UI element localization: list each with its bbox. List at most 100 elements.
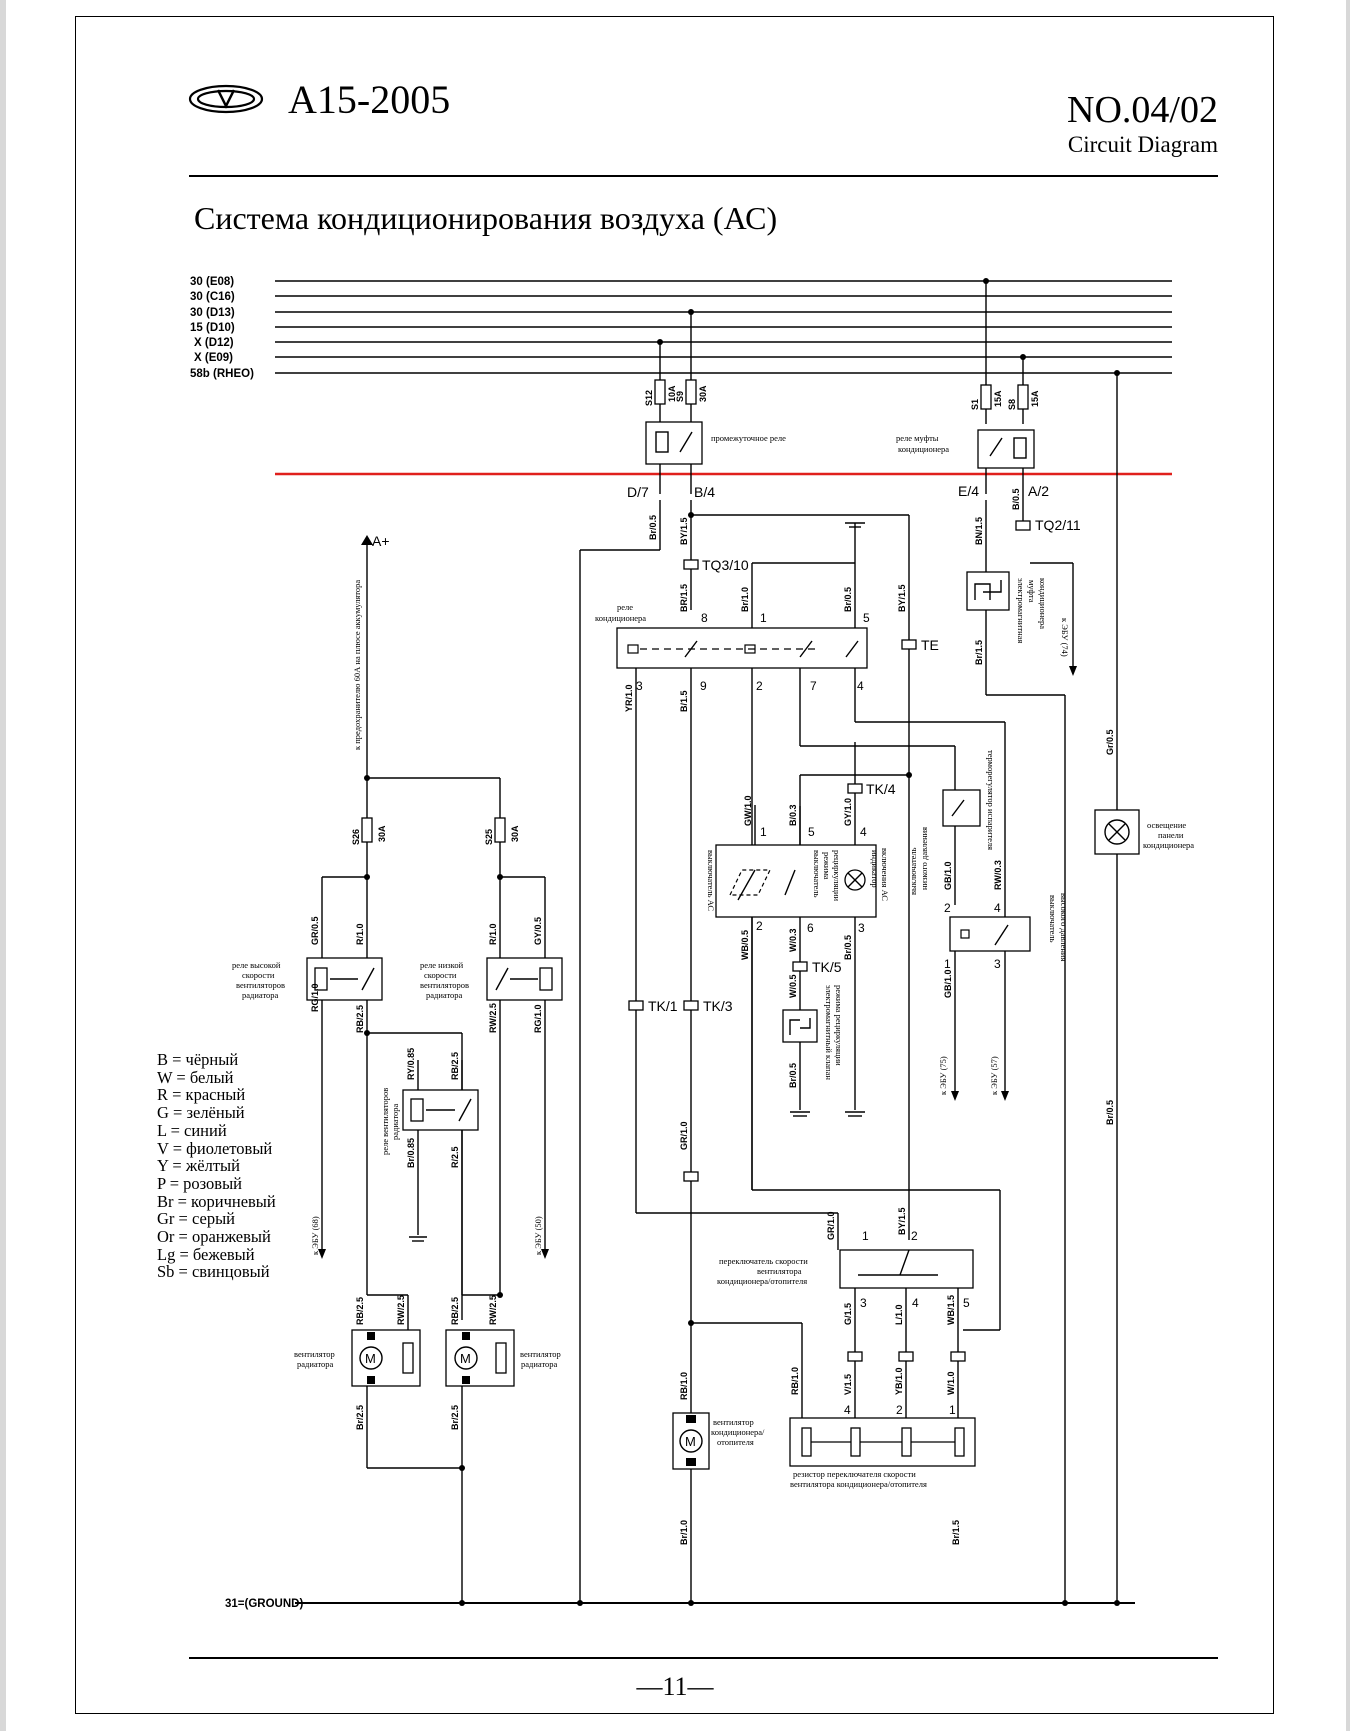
pin-label: 4 <box>844 1403 851 1417</box>
wire-label: R/2.5 <box>450 1146 460 1168</box>
component-label: реле муфты <box>896 433 939 443</box>
component-label: вентилятор <box>294 1349 335 1359</box>
connector-label: TK/4 <box>866 781 896 797</box>
pin-label: 4 <box>857 679 864 693</box>
pin-label: 2 <box>756 679 763 693</box>
fuse-rating: 15A <box>993 390 1003 407</box>
fuse-name: S26 <box>351 829 361 845</box>
component-label: вентилятор <box>520 1349 561 1359</box>
pin-label: 1 <box>862 1229 869 1243</box>
wire-label: Gr/0.5 <box>1105 729 1115 755</box>
connector-label: TK/3 <box>703 998 733 1014</box>
wire-label: RB/2.5 <box>450 1297 460 1325</box>
component-label: кондиционера/отопителя <box>717 1276 807 1286</box>
motor-symbol: M <box>685 1434 696 1449</box>
wire-label: GY/1.0 <box>843 798 853 826</box>
fuse-name: S9 <box>675 391 685 402</box>
component-label: резистор переключателя скорости <box>793 1469 916 1479</box>
component-label: реле <box>617 602 633 612</box>
bus-line: 30 (C16) <box>190 291 1172 303</box>
wire-label: BY/1.5 <box>897 584 907 612</box>
component-label: реле низкой <box>420 960 464 970</box>
bus-line: 30 (D13) <box>190 307 1172 319</box>
component-label: радиатора <box>242 990 279 1000</box>
component-label: индикатор <box>870 850 880 888</box>
ac-relay <box>616 627 868 669</box>
wire-label: B/0.5 <box>1011 488 1021 510</box>
fuse-s9 <box>685 379 697 405</box>
wire-label: Br/0.5 <box>788 1063 798 1088</box>
component-label: вентиляторов <box>236 980 285 990</box>
wire-label: YB/1.0 <box>894 1367 904 1395</box>
component-label: кондиционера <box>898 444 949 454</box>
pin-label: 4 <box>912 1296 919 1310</box>
bus-line: 15 (D10) <box>190 322 1172 334</box>
fuse-name: S12 <box>644 390 654 406</box>
pin-label: 9 <box>700 679 707 693</box>
wire-label: Br/0.5 <box>1105 1100 1115 1125</box>
pin-label: 1 <box>949 1403 956 1417</box>
component-label: выключатель <box>908 847 918 895</box>
low-speed-relay <box>486 957 563 1001</box>
wire-label: RW/2.5 <box>396 1295 406 1325</box>
wire-label: Br/1.5 <box>974 640 984 665</box>
connector-label: E/4 <box>958 483 979 499</box>
wire-label: GR/1.0 <box>826 1211 836 1240</box>
wire-label: RB/2.5 <box>355 1297 365 1325</box>
component-label: освещение <box>1147 820 1186 830</box>
connector-label: TK/5 <box>812 959 842 975</box>
pin-label: 5 <box>808 825 815 839</box>
wire-label: GR/1.0 <box>679 1121 689 1150</box>
fuse-s12 <box>654 379 666 405</box>
pin-label: 3 <box>636 679 643 693</box>
legend-item: Lg = бежевый <box>157 1244 255 1264</box>
component-label: радиатора <box>297 1359 334 1369</box>
page-shadow-right <box>1346 0 1350 1731</box>
wire-label: RB/2.5 <box>355 1005 365 1033</box>
component-label: электромагнитный клапан <box>824 985 834 1080</box>
legend-item: R = красный <box>157 1085 246 1105</box>
component-label: к предохранителю 60А на плюсе аккумулято… <box>352 580 362 750</box>
component-label: выключатель <box>812 850 822 898</box>
component-label: отопителя <box>717 1437 754 1447</box>
bus-line: 58b (RHEO) <box>190 368 1172 380</box>
component-label: вентилятор <box>713 1417 754 1427</box>
wire-label: GR/0.5 <box>310 916 320 945</box>
wire-label: Br/0.5 <box>843 587 853 612</box>
component-label: включения АС <box>880 848 890 901</box>
fuse-rating: 15A <box>1030 390 1040 407</box>
wire-label: R/1.0 <box>488 923 498 945</box>
wire-label: Br/1.5 <box>951 1520 961 1545</box>
component-label: к ЭБУ (50) <box>533 1216 543 1255</box>
pin-label: 1 <box>760 825 767 839</box>
component-label: муфта <box>1027 580 1037 603</box>
wire-label: GY/0.5 <box>533 917 543 945</box>
wire-label: W/0.3 <box>788 928 798 952</box>
wire-label: GW/1.0 <box>743 795 753 826</box>
bus-label: 58b (RHEO) <box>190 368 254 380</box>
component-label: кондиционера <box>1143 840 1194 850</box>
component-label: вентиляторов <box>420 980 469 990</box>
wire-label: Br/0.5 <box>843 935 853 960</box>
wire-label: RB/1.0 <box>790 1367 800 1395</box>
component-label: вентилятора кондиционера/отопителя <box>790 1479 927 1489</box>
wire-label: RW/2.5 <box>488 1003 498 1033</box>
bus-line: 30 (E08) <box>190 276 1172 288</box>
page-border <box>75 16 1274 1714</box>
fuse-rating: 30A <box>377 825 387 842</box>
bus-label: X (D12) <box>194 337 234 349</box>
diagram-number: NO.04/02 <box>1067 89 1218 131</box>
bus-label: X (E09) <box>194 352 233 364</box>
pin-label: 2 <box>756 919 763 933</box>
component-label: к ЭБУ (68) <box>310 1216 320 1255</box>
wire-label: Br/0.5 <box>648 515 658 540</box>
recirc-valve <box>782 1009 818 1043</box>
wire-label: BN/1.5 <box>974 517 984 545</box>
motor-symbol: M <box>460 1351 471 1366</box>
legend-item: Or = оранжевый <box>157 1227 271 1247</box>
wire-label: YR/1.0 <box>624 684 634 712</box>
wire-label: RG/1.0 <box>310 983 320 1012</box>
wire-label: WB/0.5 <box>740 930 750 960</box>
wire-label: Br/2.5 <box>355 1405 365 1430</box>
